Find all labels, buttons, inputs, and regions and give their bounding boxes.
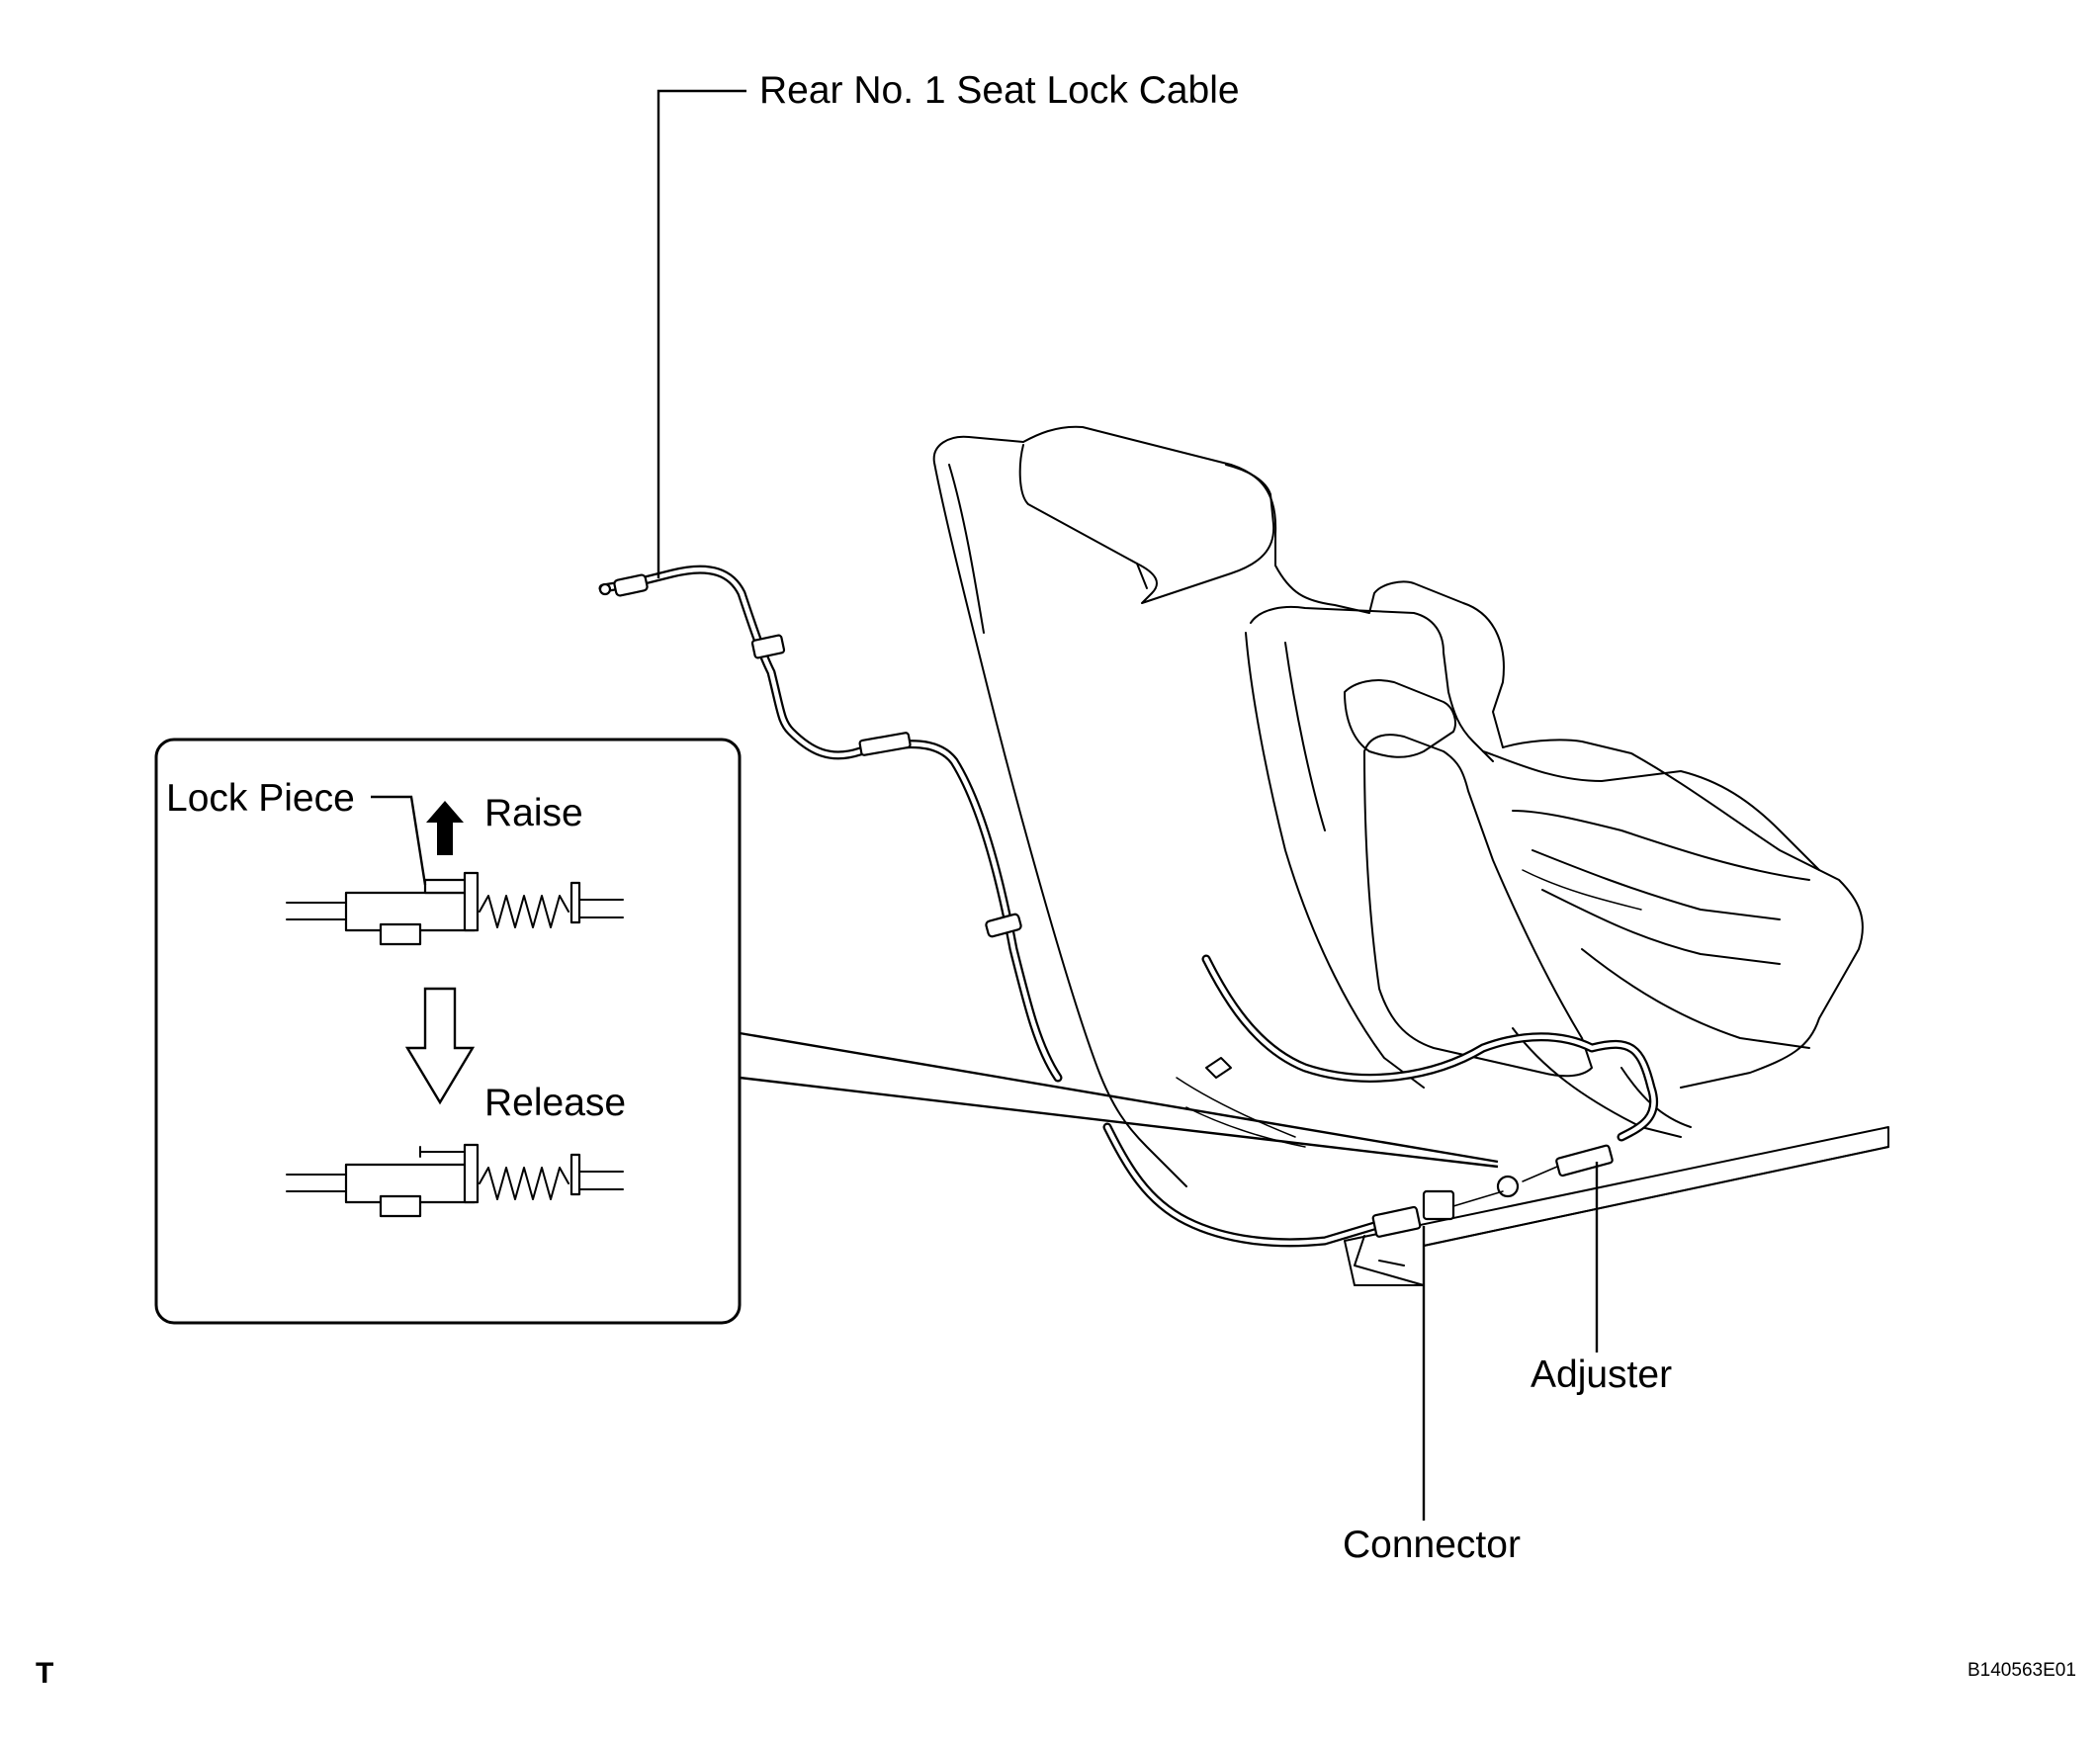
lock-piece-assembly-released [286, 1143, 624, 1218]
cable-end-ball [598, 582, 612, 596]
detail-callout-line [739, 1031, 1499, 1164]
front-seatback [1250, 605, 1494, 762]
figure-code: B140563E01 [1968, 1660, 2076, 1681]
lock-piece-leader [371, 795, 427, 886]
seat-lock-cable [598, 565, 1659, 1248]
armrest [1363, 734, 1593, 1078]
lock-piece-assembly-raised [286, 871, 624, 946]
detail-callout-line [739, 1076, 1499, 1169]
release-arrow-icon [404, 987, 476, 1105]
cable-clamp [858, 732, 912, 756]
release-label: Release [484, 1082, 626, 1124]
front-headrest [1344, 679, 1456, 758]
seat-lock-cable-label: Rear No. 1 Seat Lock Cable [759, 69, 1240, 112]
raise-label: Raise [484, 792, 583, 834]
rear-headrest [1018, 444, 1275, 604]
seat-cushion [1482, 750, 1820, 871]
lock-piece-label: Lock Piece [166, 777, 355, 820]
adjuster-label: Adjuster [1531, 1353, 1672, 1396]
cable-clamp [750, 634, 786, 659]
connector-label: Connector [1343, 1524, 1521, 1566]
connector-part [1371, 1205, 1422, 1238]
corner-mark: T [36, 1657, 53, 1690]
raise-arrow-icon [426, 801, 464, 855]
adjuster-part [1555, 1144, 1614, 1178]
lock-piece-detail-panel: Lock Piece Raise Release [154, 738, 742, 1325]
seat-lock-cable-leader [656, 89, 746, 578]
seatback-outline [932, 425, 1864, 1089]
cable-clamp [985, 913, 1022, 938]
